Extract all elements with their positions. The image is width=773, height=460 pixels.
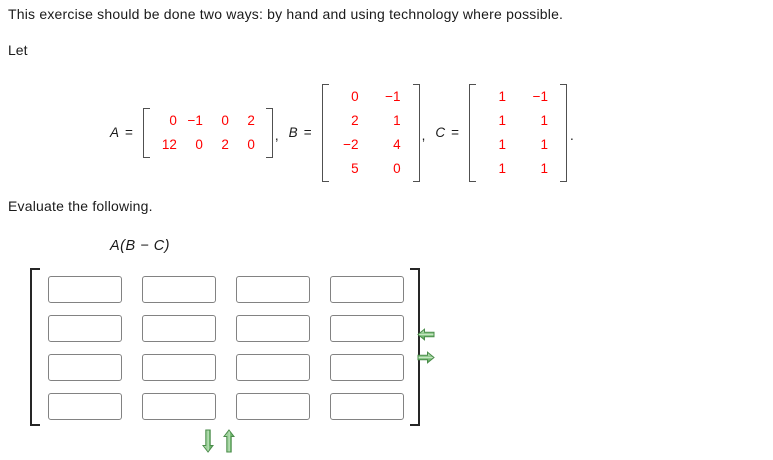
matrix-cell: 0 xyxy=(221,112,229,128)
right-bracket xyxy=(265,107,273,158)
column-size-controls xyxy=(417,328,435,364)
answer-cell-input[interactable] xyxy=(48,315,122,342)
matrix-a: 0 −1 0 2 12 0 2 0 xyxy=(142,107,273,158)
matrix-cell: 1 xyxy=(540,136,548,152)
answer-cell-input[interactable] xyxy=(142,393,216,420)
expression-label: A(B − C) xyxy=(110,238,170,254)
down-arrow-icon xyxy=(201,429,215,453)
matrix-cell: 1 xyxy=(498,88,506,104)
matrix-cell: 1 xyxy=(540,160,548,176)
answer-cell-input[interactable] xyxy=(142,354,216,381)
increase-columns-button[interactable] xyxy=(417,351,435,364)
matrix-cell: 1 xyxy=(540,112,548,128)
matrix-cell: 0 xyxy=(351,88,359,104)
matrix-a-values: 0 −1 0 2 12 0 2 0 xyxy=(150,108,266,158)
answer-cell-input[interactable] xyxy=(142,276,216,303)
left-bracket xyxy=(321,83,329,182)
matrix-cell: 0 xyxy=(195,136,203,152)
answer-matrix xyxy=(30,268,420,426)
answer-cell-input[interactable] xyxy=(236,315,310,342)
matrix-b-values: 0 −1 2 1 −2 4 5 0 xyxy=(329,84,413,182)
answer-cell-input[interactable] xyxy=(330,315,404,342)
matrix-b-name: B xyxy=(288,125,298,140)
matrix-cell: 1 xyxy=(498,136,506,152)
matrix-cell: −1 xyxy=(532,88,548,104)
let-label: Let xyxy=(8,42,28,58)
comma: , xyxy=(421,128,426,143)
answer-grid xyxy=(40,268,410,426)
decrease-rows-button[interactable] xyxy=(222,429,236,453)
left-arrow-icon xyxy=(417,328,435,341)
right-bracket xyxy=(410,268,420,426)
matrix-c: 1 −1 1 1 1 1 1 1 xyxy=(468,83,567,182)
matrix-cell: 2 xyxy=(351,112,359,128)
right-arrow-icon xyxy=(417,351,435,364)
matrix-cell: 1 xyxy=(393,112,401,128)
answer-cell-input[interactable] xyxy=(330,276,404,303)
matrix-cell: 5 xyxy=(351,160,359,176)
left-bracket xyxy=(142,107,150,158)
answer-cell-input[interactable] xyxy=(330,393,404,420)
matrix-cell: 0 xyxy=(393,160,401,176)
equals-sign: = xyxy=(303,125,312,140)
answer-cell-input[interactable] xyxy=(236,393,310,420)
answer-cell-input[interactable] xyxy=(48,393,122,420)
matrix-cell: 12 xyxy=(161,136,177,152)
answer-cell-input[interactable] xyxy=(236,276,310,303)
equals-sign: = xyxy=(451,125,459,140)
matrix-cell: 0 xyxy=(247,136,255,152)
matrix-cell: −1 xyxy=(187,112,203,128)
matrix-cell: 2 xyxy=(247,112,255,128)
matrix-b: 0 −1 2 1 −2 4 5 0 xyxy=(321,83,420,182)
matrix-cell: −2 xyxy=(343,136,359,152)
matrix-c-name: C xyxy=(435,125,446,140)
right-bracket xyxy=(412,83,420,182)
answer-cell-input[interactable] xyxy=(142,315,216,342)
evaluate-label: Evaluate the following. xyxy=(8,198,153,214)
matrix-definitions: A = 0 −1 0 2 12 0 2 0 , B = 0 −1 2 xyxy=(110,83,574,182)
answer-cell-input[interactable] xyxy=(48,354,122,381)
answer-cell-input[interactable] xyxy=(330,354,404,381)
row-size-controls xyxy=(201,429,236,453)
answer-cell-input[interactable] xyxy=(236,354,310,381)
period: . xyxy=(569,128,574,143)
increase-rows-button[interactable] xyxy=(201,429,215,453)
matrix-cell: −1 xyxy=(385,88,401,104)
matrix-c-values: 1 −1 1 1 1 1 1 1 xyxy=(476,84,560,182)
answer-cell-input[interactable] xyxy=(48,276,122,303)
left-bracket xyxy=(468,83,476,182)
matrix-cell: 1 xyxy=(498,112,506,128)
decrease-columns-button[interactable] xyxy=(417,328,435,341)
equals-sign: = xyxy=(125,125,133,140)
up-arrow-icon xyxy=(222,429,236,453)
intro-text: This exercise should be done two ways: b… xyxy=(8,6,564,22)
matrix-cell: 2 xyxy=(221,136,229,152)
matrix-a-name: A xyxy=(110,125,120,140)
right-bracket xyxy=(559,83,567,182)
matrix-cell: 1 xyxy=(498,160,506,176)
left-bracket xyxy=(30,268,40,426)
comma: , xyxy=(274,128,279,143)
matrix-cell: 4 xyxy=(393,136,401,152)
matrix-cell: 0 xyxy=(169,112,177,128)
